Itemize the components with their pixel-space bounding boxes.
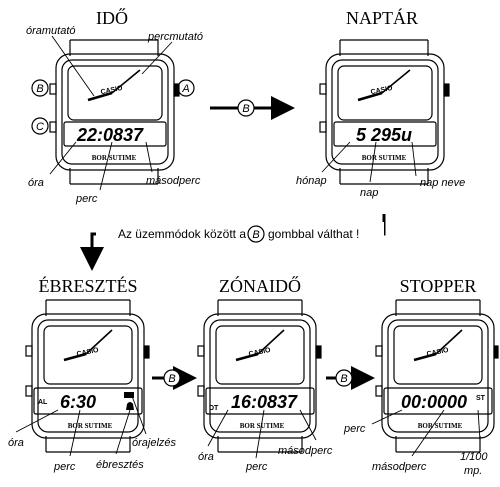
label-zone-hour: óra: [198, 451, 214, 463]
leaders-alarm: [15, 395, 147, 457]
instruction-after: gombbal válthat !: [268, 227, 359, 241]
title-zone: ZÓNAIDŐ: [219, 275, 301, 296]
watch-calendar: [319, 39, 450, 185]
leaders-time: [49, 35, 173, 191]
svg-text:B: B: [242, 103, 249, 115]
title-alarm: ÉBRESZTÉS: [38, 275, 137, 296]
title-stopwatch: STOPPER: [400, 276, 477, 296]
brand-zone: CASIO: [248, 347, 272, 359]
title-calendar: NAPTÁR: [346, 7, 418, 28]
brand-time: CASIO: [100, 85, 124, 97]
label-minute-hand: percmutató: [147, 31, 203, 43]
button-b-arrow-2: B: [163, 369, 181, 387]
label-alarm-minute: perc: [53, 461, 76, 473]
button-b-arrow-1: B: [237, 99, 255, 117]
button-b-label: B: [36, 83, 43, 95]
chime-icon: [124, 392, 134, 398]
label-zone-minute: perc: [245, 461, 268, 473]
lcd-alarm: 6:30: [60, 392, 96, 412]
label-stopwatch-second: másodperc: [372, 461, 427, 473]
label-alarm-chime: órajelzés: [132, 437, 177, 449]
label-hour-hand: óramutató: [26, 25, 76, 37]
label-month: hónap: [296, 175, 327, 187]
indicator-stopwatch: ST: [476, 395, 486, 402]
bottom-text-time: BOR SUTIME: [92, 154, 137, 162]
lcd-time: 22:0837: [76, 125, 144, 145]
watch-stopwatch: [375, 299, 499, 453]
button-b-time[interactable]: B: [31, 79, 49, 97]
bottom-text-calendar: BOR SUTIME: [362, 154, 407, 162]
watch-zone: [197, 299, 322, 453]
instruction-button-b: B: [247, 225, 265, 243]
indicator-alarm: AL: [38, 399, 48, 406]
lcd-stopwatch: 00:0000: [401, 392, 467, 412]
bottom-text-zone: BOR SUTIME: [240, 422, 285, 430]
button-a-time[interactable]: A: [177, 79, 195, 97]
label-second: másodperc: [146, 175, 201, 187]
label-day-name: nap neve: [420, 177, 465, 189]
brand-calendar: CASIO: [370, 85, 394, 97]
label-stopwatch-hundredths-1: 1/100: [460, 451, 488, 463]
bottom-text-stopwatch: BOR SUTIME: [418, 422, 463, 430]
label-alarm-hour: óra: [8, 437, 24, 449]
label-stopwatch-hundredths-2: mp.: [464, 465, 482, 477]
svg-text:B: B: [252, 229, 259, 241]
button-c-time[interactable]: C: [31, 117, 49, 135]
leaders-stopwatch: [371, 409, 481, 457]
leaders-calendar: [321, 141, 417, 183]
label-day: nap: [360, 187, 378, 199]
instruction-before: Az üzemmódok között a: [118, 227, 246, 241]
indicator-zone: DT: [209, 405, 219, 412]
leaders-zone: [207, 409, 317, 459]
label-zone-second: másodperc: [278, 445, 333, 457]
label-stopwatch-minute: perc: [343, 423, 366, 435]
title-time: IDŐ: [96, 7, 128, 28]
label-minute: perc: [75, 193, 98, 205]
watch-alarm: [25, 299, 150, 453]
label-alarm-alarm: ébresztés: [96, 459, 144, 471]
label-hour: óra: [28, 177, 44, 189]
svg-text:B: B: [340, 373, 347, 385]
alarm-bell-icon: [126, 402, 134, 410]
lcd-zone: 16:0837: [231, 392, 298, 412]
brand-stopwatch: CASIO: [426, 347, 450, 359]
bottom-text-alarm: BOR SUTIME: [68, 422, 113, 430]
button-a-label: A: [181, 83, 189, 95]
svg-text:B: B: [168, 373, 175, 385]
watch-time: [49, 39, 180, 185]
button-c-label: C: [36, 121, 44, 133]
button-b-arrow-3: B: [335, 369, 353, 387]
lcd-calendar: 5 295u: [356, 125, 412, 145]
brand-alarm: CASIO: [76, 347, 100, 359]
